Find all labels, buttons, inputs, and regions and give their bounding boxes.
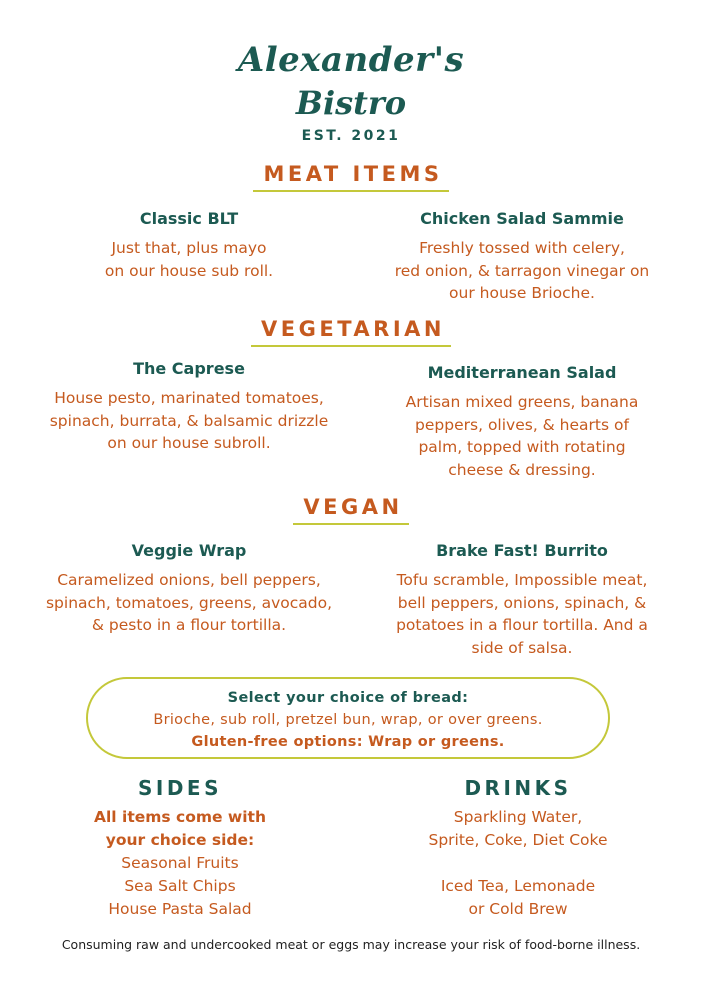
desc-line: Caramelized onions, bell peppers,: [57, 571, 321, 589]
item-name: Mediterranean Salad: [427, 363, 617, 382]
desc-line: on our house subroll.: [107, 434, 271, 452]
section-heading-vegetarian: VEGETARIAN: [0, 317, 702, 347]
drink-item: or Cold Brew: [468, 900, 568, 918]
section-title-meat: MEAT ITEMS: [253, 162, 449, 192]
desc-line: Freshly tossed with celery,: [419, 239, 625, 257]
desc-line: side of salsa.: [471, 638, 573, 657]
section-title-vegetarian: VEGETARIAN: [251, 317, 451, 347]
item-description: Freshly tossed with celery, red onion, &…: [372, 237, 672, 305]
menu-item-chicken-salad: Chicken Salad Sammie Freshly tossed with…: [372, 209, 672, 305]
desc-line: spinach, tomatoes, greens, avocado,: [45, 593, 333, 612]
item-description: Just that, plus mayo on our house sub ro…: [28, 237, 350, 282]
desc-line: our house Brioche.: [449, 284, 595, 302]
gluten-free-options: Gluten-free options: Wrap or greens.: [191, 734, 505, 750]
desc-line: bell peppers, onions, spinach, &: [397, 593, 647, 612]
item-description: House pesto, marinated tomatoes, spinach…: [28, 387, 350, 455]
desc-line: Just that, plus mayo: [111, 239, 267, 257]
desc-line: cheese & dressing.: [448, 460, 596, 479]
desc-line: peppers, olives, & hearts of: [415, 415, 629, 434]
menu-item-breakfast-burrito: Brake Fast! Burrito Tofu scramble, Impos…: [372, 541, 672, 659]
menu-item-caprese: The Caprese House pesto, marinated tomat…: [28, 359, 350, 455]
logo-line-1: Alexander's: [237, 40, 465, 80]
side-item: House Pasta Salad: [108, 900, 252, 918]
food-safety-disclaimer: Consuming raw and undercooked meat or eg…: [61, 937, 641, 952]
desc-line: red onion, & tarragon vinegar on: [394, 261, 650, 280]
menu-item-classic-blt: Classic BLT Just that, plus mayo on our …: [28, 209, 350, 282]
menu-item-mediterranean-salad: Mediterranean Salad Artisan mixed greens…: [372, 363, 672, 481]
desc-line: potatoes in a flour tortilla. And a: [396, 616, 648, 634]
item-name: Brake Fast! Burrito: [436, 541, 608, 560]
item-name: Chicken Salad Sammie: [420, 209, 624, 228]
section-heading-meat: MEAT ITEMS: [0, 162, 702, 192]
desc-line: Tofu scramble, Impossible meat,: [396, 571, 648, 589]
logo-line-2: Bistro: [295, 84, 407, 122]
item-description: Artisan mixed greens, banana peppers, ol…: [372, 391, 672, 481]
section-heading-vegan: VEGAN: [0, 495, 702, 525]
side-item: Seasonal Fruits: [121, 854, 239, 872]
item-description: Tofu scramble, Impossible meat, bell pep…: [372, 569, 672, 659]
menu-item-veggie-wrap: Veggie Wrap Caramelized onions, bell pep…: [28, 541, 350, 637]
item-name: Classic BLT: [139, 209, 239, 228]
bread-title: Select your choice of bread:: [227, 690, 469, 706]
sides-note: your choice side:: [105, 831, 255, 849]
drinks-heading: DRINKS: [464, 776, 572, 800]
sides-note: All items come with: [94, 808, 266, 826]
bread-choice-box: Select your choice of bread: Brioche, su…: [86, 677, 610, 759]
desc-line: on our house sub roll.: [104, 261, 274, 280]
sides-heading: SIDES: [137, 776, 222, 800]
drinks-list: Sparkling Water, Sprite, Coke, Diet Coke…: [388, 806, 648, 921]
bread-options: Brioche, sub roll, pretzel bun, wrap, or…: [153, 712, 543, 728]
side-item: Sea Salt Chips: [124, 877, 236, 895]
desc-line: palm, topped with rotating: [418, 438, 626, 456]
desc-line: House pesto, marinated tomatoes,: [54, 389, 324, 407]
drink-item: Iced Tea, Lemonade: [440, 877, 596, 895]
established-year: EST. 2021: [301, 128, 401, 144]
desc-line: & pesto in a flour tortilla.: [91, 616, 287, 634]
drink-item: Sparkling Water,: [453, 808, 583, 826]
section-title-vegan: VEGAN: [293, 495, 409, 525]
sides-list: All items come with your choice side: Se…: [50, 806, 310, 921]
desc-line: spinach, burrata, & balsamic drizzle: [49, 411, 329, 430]
drink-item: Sprite, Coke, Diet Coke: [428, 831, 608, 849]
item-description: Caramelized onions, bell peppers, spinac…: [28, 569, 350, 637]
item-name: Veggie Wrap: [131, 541, 247, 560]
desc-line: Artisan mixed greens, banana: [405, 393, 639, 411]
item-name: The Caprese: [133, 359, 245, 378]
